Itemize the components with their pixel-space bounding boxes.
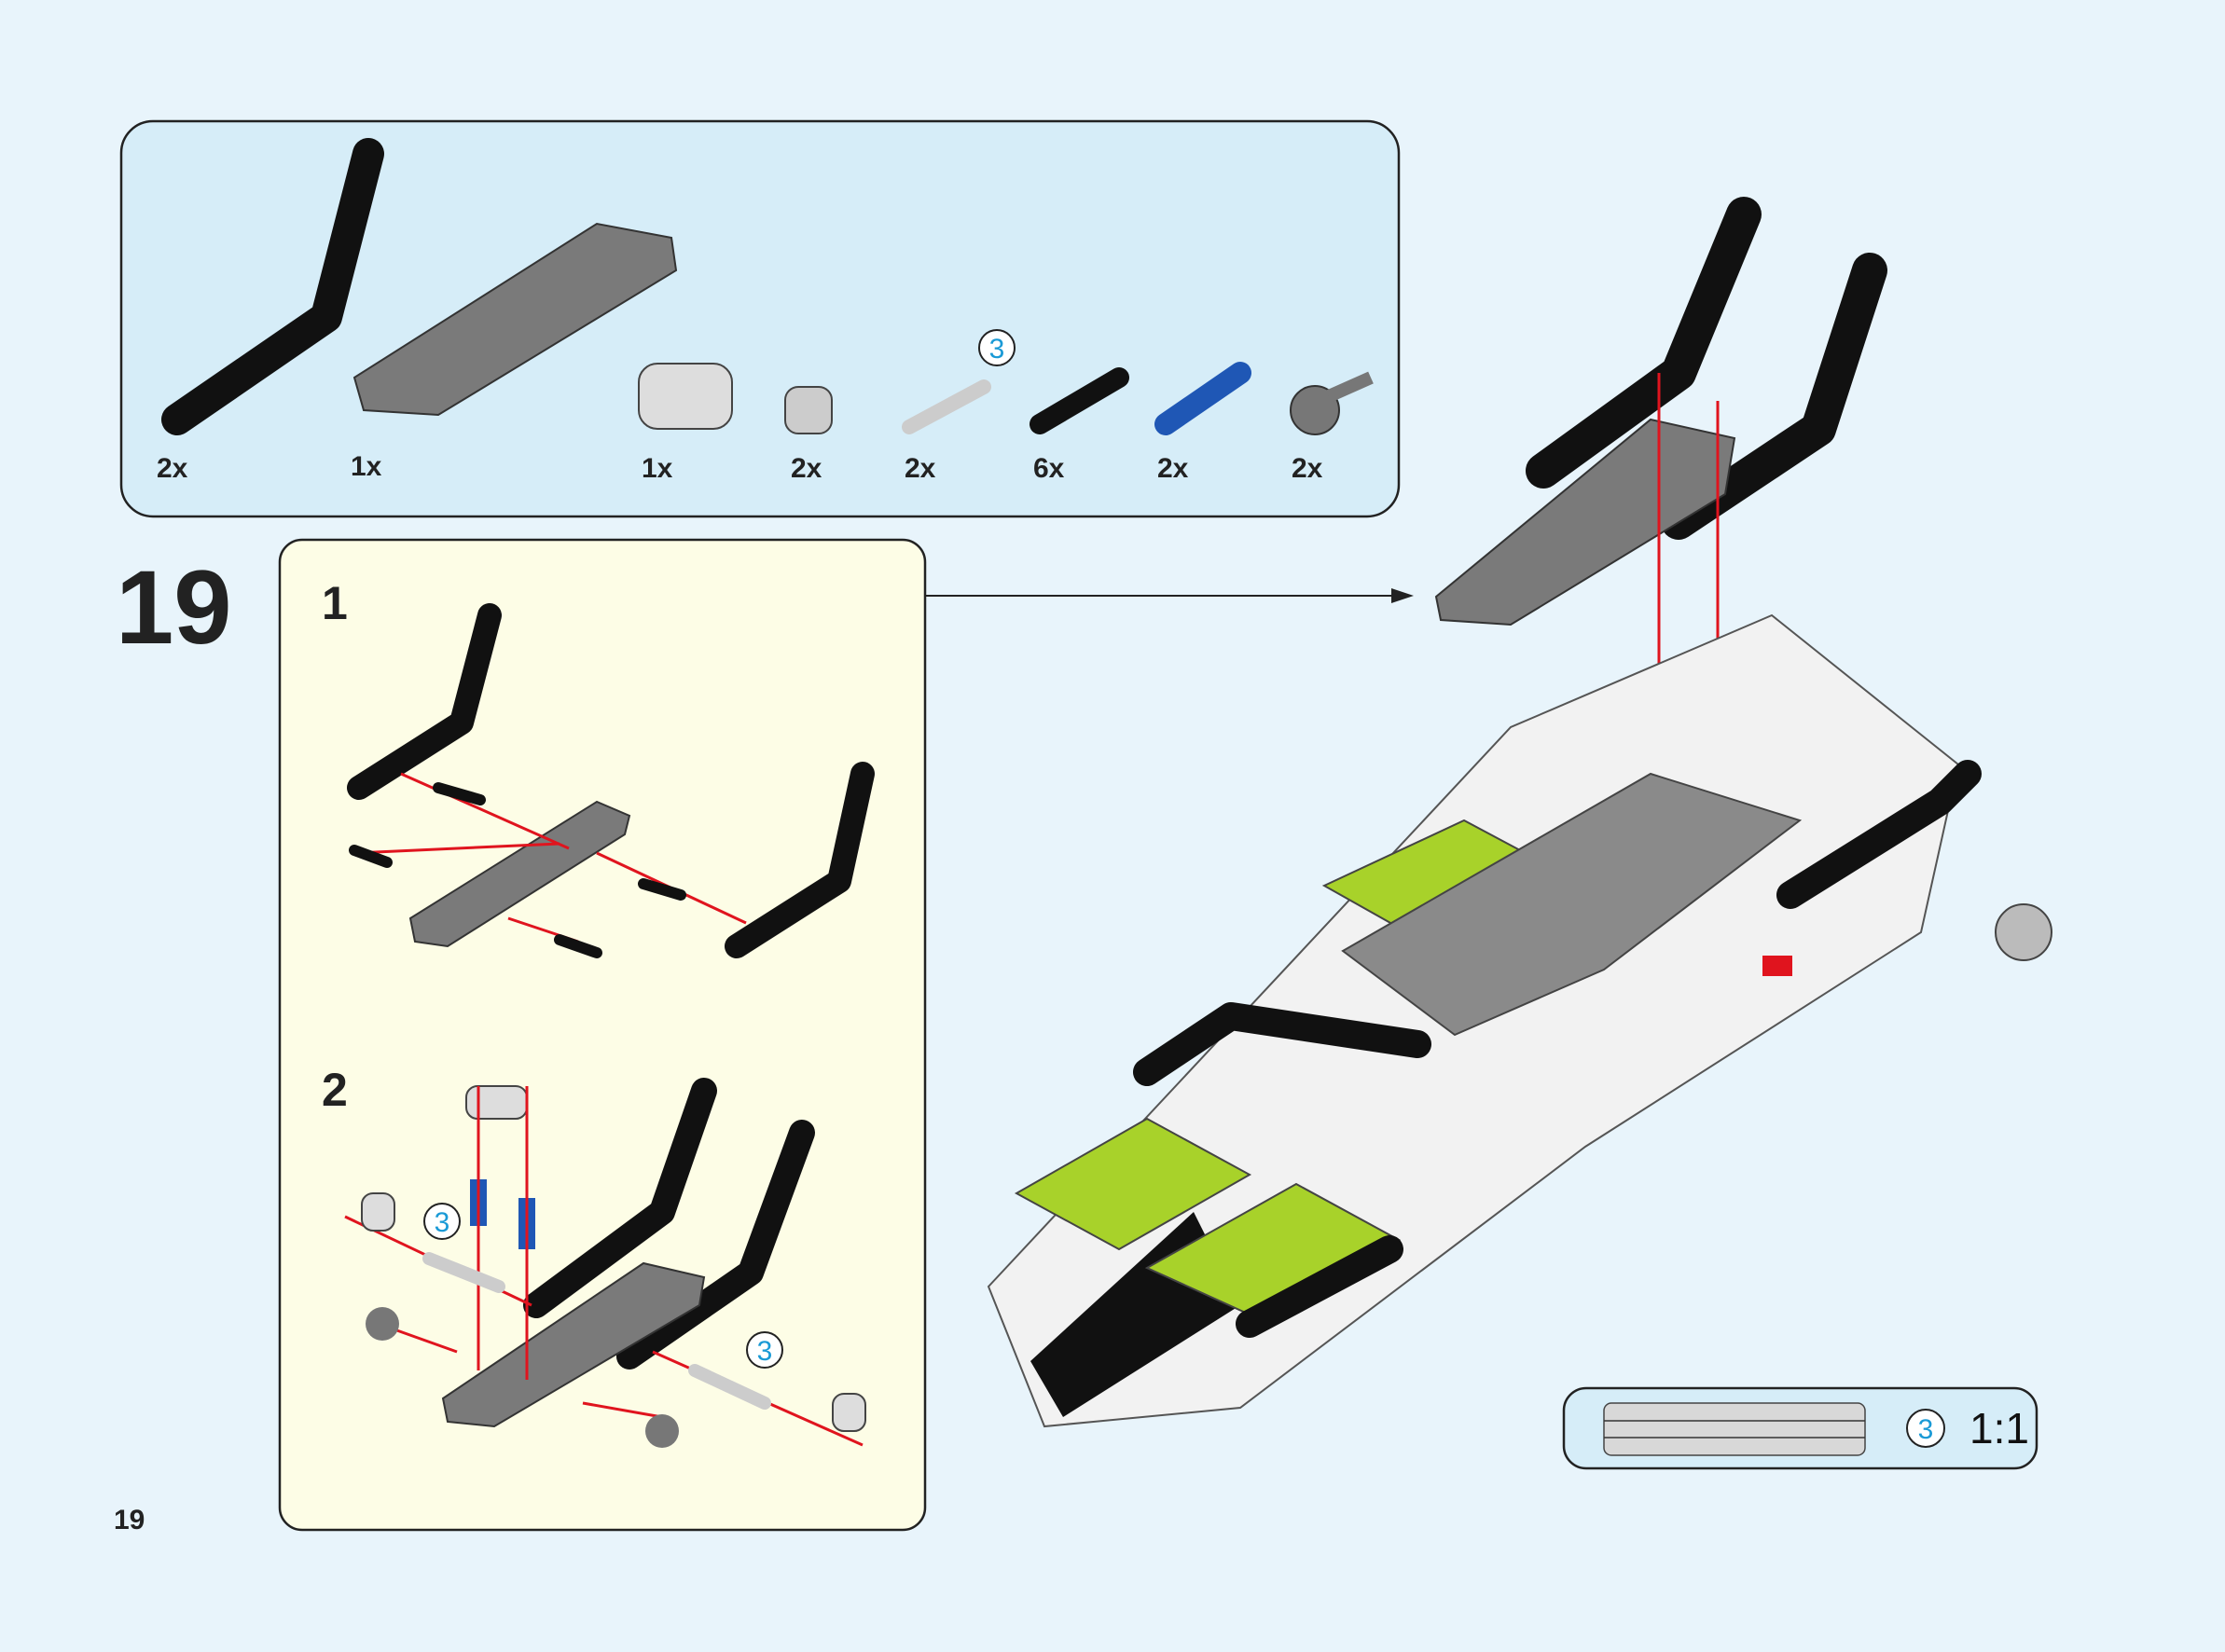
axle-ruler: 3 1:1 xyxy=(1562,1386,2038,1470)
qty-label: 1x xyxy=(351,451,382,482)
submodel-arrow xyxy=(925,588,1414,603)
svg-text:3: 3 xyxy=(989,334,1005,365)
ruler-length-callout: 3 xyxy=(1918,1414,1934,1445)
substep-label: 2 xyxy=(322,1064,348,1116)
qty-label: 2x xyxy=(905,453,936,484)
svg-text:3: 3 xyxy=(435,1207,450,1238)
ruler-scale: 1:1 xyxy=(1969,1404,2029,1452)
page-number: 19 xyxy=(114,1505,145,1535)
qty-label: 6x xyxy=(1033,453,1065,484)
step-number: 19 xyxy=(116,549,232,666)
ball-joint-icon xyxy=(1290,371,1374,435)
qty-label: 2x xyxy=(1157,453,1189,484)
main-model-illustration xyxy=(987,197,2052,1428)
parts-list-panel: 3 2x 1x 1x 2x 2x 6x 2x 2x xyxy=(119,119,1401,518)
substep-1-illustration xyxy=(347,603,875,958)
substep-2-illustration: 3 3 xyxy=(344,1078,866,1448)
svg-text:3: 3 xyxy=(757,1336,773,1367)
substep-panel: 1 2 xyxy=(278,538,927,1532)
bent-liftarm-icon xyxy=(161,138,384,435)
axle-icon xyxy=(902,379,991,434)
axle-length-callout: 3 xyxy=(423,1203,461,1240)
pin-connector-icon xyxy=(784,386,833,434)
blue-axle-pin-icon xyxy=(1154,362,1251,435)
axle-length-callout: 3 xyxy=(978,329,1016,366)
gray-frame-beam-icon xyxy=(352,222,678,417)
axle-length-callout: 3 xyxy=(746,1331,783,1369)
substep-label: 1 xyxy=(322,577,348,629)
qty-label: 1x xyxy=(642,453,673,484)
qty-label: 2x xyxy=(1292,453,1323,484)
qty-label: 2x xyxy=(157,453,188,484)
black-pin-icon xyxy=(1030,367,1129,434)
double-cross-block-icon xyxy=(638,363,733,430)
qty-label: 2x xyxy=(791,453,822,484)
